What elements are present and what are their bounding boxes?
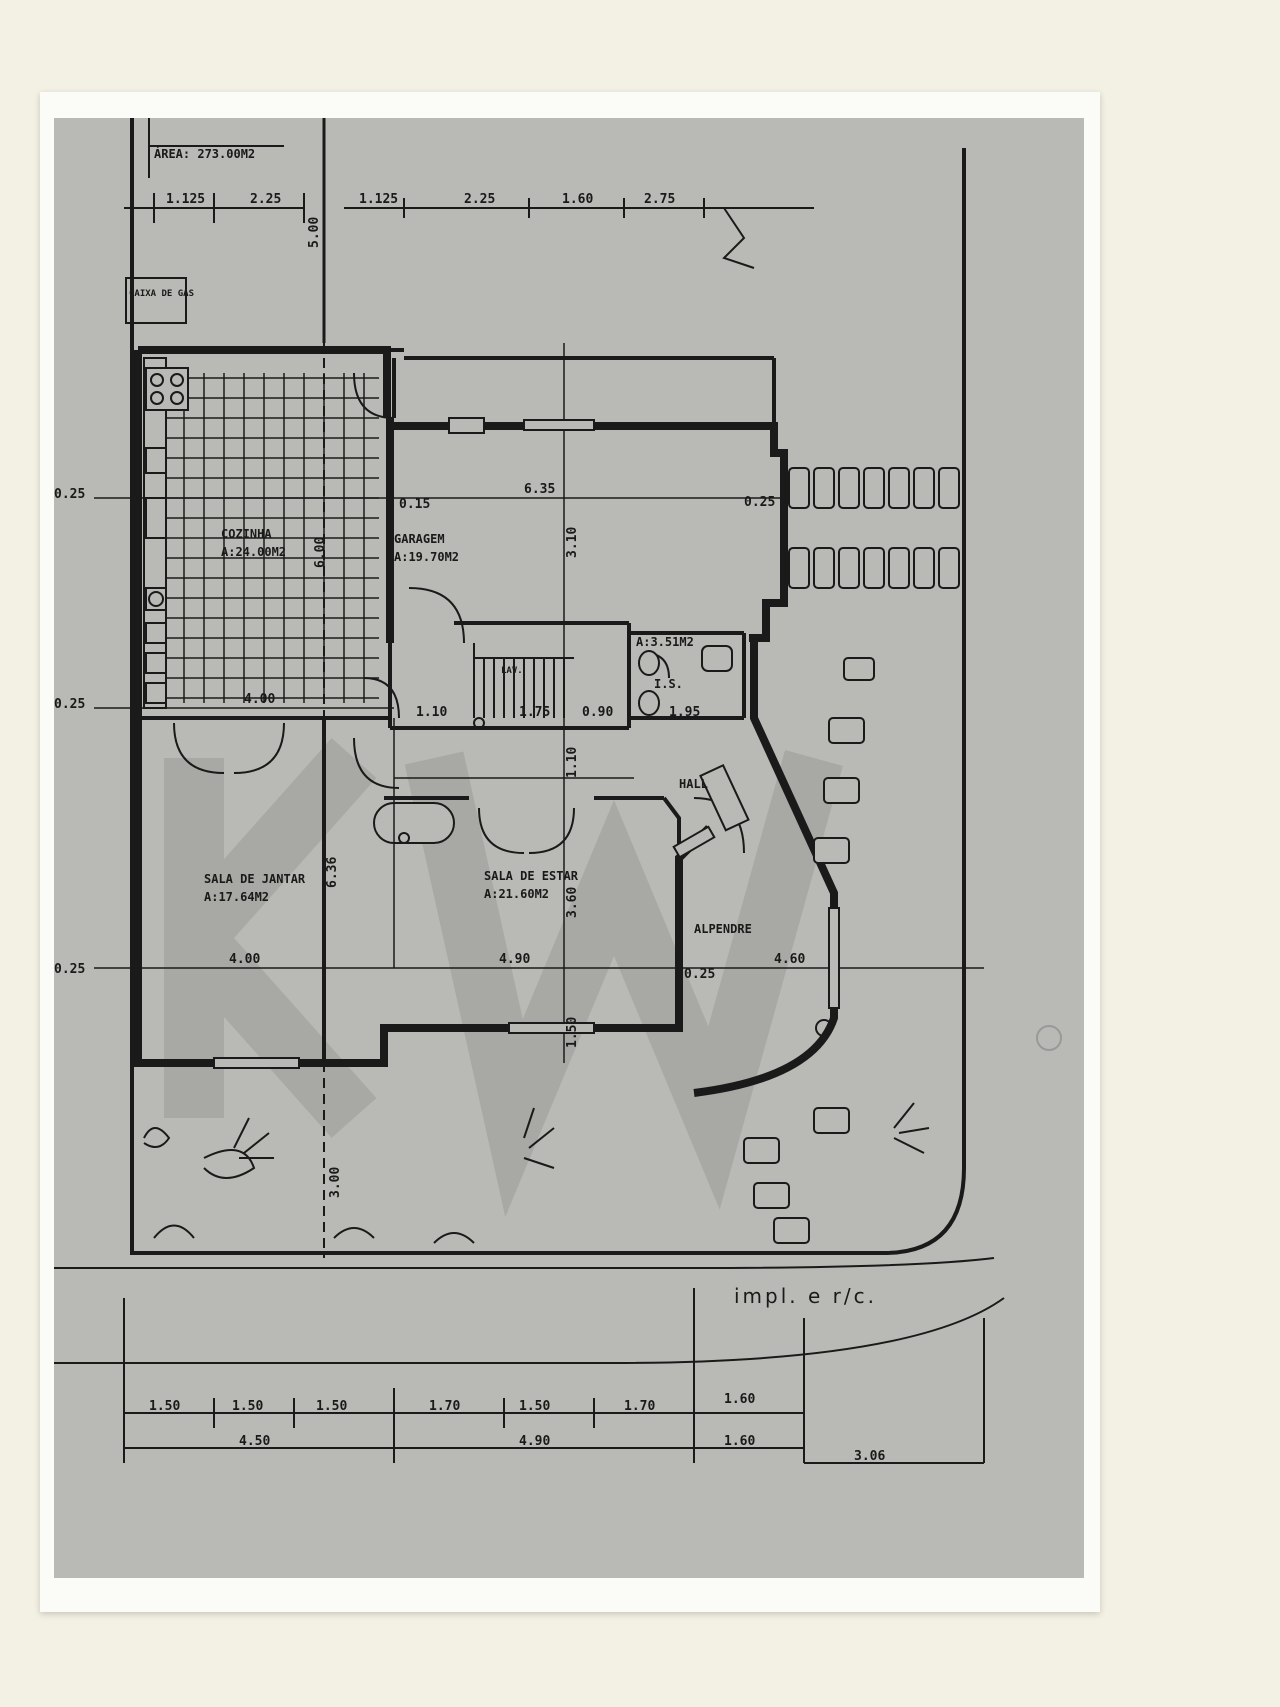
dim-025-left-3: 0.25 xyxy=(54,962,85,977)
dim-bottom-6: 1.70 xyxy=(624,1399,655,1414)
dim-side-5: 5.00 xyxy=(307,217,322,248)
street-curb-lower xyxy=(54,1297,1005,1364)
living-area: A:21.60M2 xyxy=(484,887,549,901)
wc-area: A:3.51M2 xyxy=(636,635,694,649)
kitchen-name: COZINHA xyxy=(221,527,272,541)
dim-garden-height: 3.00 xyxy=(328,1167,343,1198)
dim-top-3: 1.125 xyxy=(359,192,398,207)
dining-area: A:17.64M2 xyxy=(204,890,269,904)
top-dimension-lines xyxy=(124,118,814,223)
dim-hall-height: 1.10 xyxy=(565,747,580,778)
plan-caption: impl. e r/c. xyxy=(734,1284,877,1308)
dim-wc-width: 1.95 xyxy=(669,705,700,720)
dim-490-bottom: 4.90 xyxy=(499,952,530,967)
porch-name: ALPENDRE xyxy=(694,922,752,936)
dim-garage-width: 6.35 xyxy=(524,482,555,497)
street-curb-upper xyxy=(54,1257,995,1269)
dim-bottom-7: 1.60 xyxy=(724,1392,755,1407)
dim-150-porch: 1.50 xyxy=(565,1017,580,1048)
gas-box-label: CAIXA DE GÁS xyxy=(129,287,194,299)
floor-plan-print: ÁREA: 273.00M2 1.125 2.25 1.125 2.25 1.6… xyxy=(54,118,1084,1578)
dim-bottom-total-2: 4.90 xyxy=(519,1434,550,1449)
kitchen-counter xyxy=(143,357,189,709)
dim-top-5: 1.60 xyxy=(562,192,593,207)
dim-bottom-3: 1.50 xyxy=(316,1399,347,1414)
gas-box xyxy=(125,277,187,324)
property-boundary xyxy=(130,118,966,1255)
dim-bottom-total-3: 1.60 xyxy=(724,1434,755,1449)
dim-kitchen-width: 4.00 xyxy=(244,692,275,707)
laundry-name: LAV. xyxy=(501,666,523,676)
staircase xyxy=(473,643,574,729)
dining-name: SALA DE JANTAR xyxy=(204,872,306,886)
dim-bottom-1: 1.50 xyxy=(149,1399,180,1414)
dim-hall-width: 1.10 xyxy=(416,705,447,720)
registered-mark-icon xyxy=(1036,1025,1062,1051)
dim-living-height: 3.60 xyxy=(565,887,580,918)
stepping-stones xyxy=(743,467,960,1244)
dim-top-6: 2.75 xyxy=(644,192,675,207)
dim-025-garage: 0.25 xyxy=(744,495,775,510)
dim-025-left-1: 0.25 xyxy=(54,487,85,502)
garage-area: A:19.70M2 xyxy=(394,550,459,564)
dim-bottom-5: 1.50 xyxy=(519,1399,550,1414)
bottom-dimension-lines xyxy=(123,1288,985,1464)
garden-plants xyxy=(143,207,930,1244)
dim-bottom-2: 1.50 xyxy=(232,1399,263,1414)
living-name: SALA DE ESTAR xyxy=(484,869,579,883)
column-circle xyxy=(815,1019,833,1037)
dim-400-bottom: 4.00 xyxy=(229,952,260,967)
dim-kitchen-height: 6.00 xyxy=(313,537,328,568)
dim-top-2: 2.25 xyxy=(250,192,281,207)
dim-090: 0.90 xyxy=(582,705,613,720)
dim-460-bottom: 4.60 xyxy=(774,952,805,967)
dim-bottom-corner: 3.06 xyxy=(854,1449,885,1464)
dim-garage-height: 3.10 xyxy=(565,527,580,558)
kitchen-area: A:24.00M2 xyxy=(221,545,286,559)
garage-name: GARAGEM xyxy=(394,532,445,546)
dim-top-4: 2.25 xyxy=(464,192,495,207)
dim-bottom-4: 1.70 xyxy=(429,1399,460,1414)
hall-name: HALL xyxy=(679,777,708,791)
dim-top-1: 1.125 xyxy=(166,192,205,207)
wc-name: I.S. xyxy=(654,677,683,691)
dim-015-garage: 0.15 xyxy=(399,497,430,512)
dim-stair-width: 1.75 xyxy=(519,705,550,720)
paper-sheet: ÁREA: 273.00M2 1.125 2.25 1.125 2.25 1.6… xyxy=(40,92,1100,1612)
dim-025-left-2: 0.25 xyxy=(54,697,85,712)
area-label: ÁREA: 273.00M2 xyxy=(154,146,255,161)
dim-025-porch: 0.25 xyxy=(684,967,715,982)
dim-dining-height: 6.36 xyxy=(325,857,340,888)
dim-bottom-total-1: 4.50 xyxy=(239,1434,270,1449)
windows xyxy=(213,419,840,1069)
print-background xyxy=(54,118,1084,1578)
